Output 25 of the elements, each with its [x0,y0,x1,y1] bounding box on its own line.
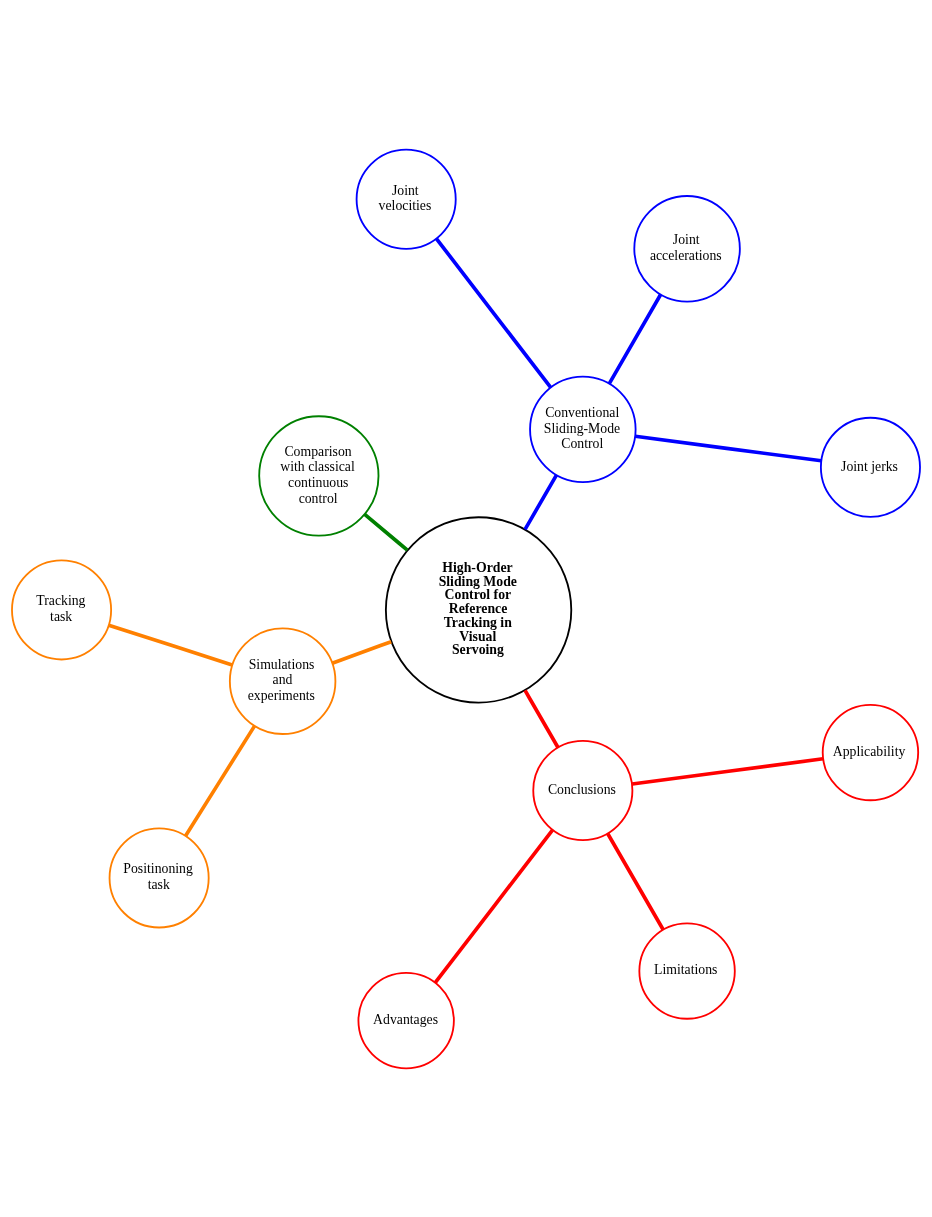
connector [523,689,560,748]
node-circle: Simulations and experiments [228,627,337,735]
connector [434,236,553,389]
node-circle: Positinoning task [108,827,210,928]
node-circle: Applicability [821,703,920,801]
connector [108,622,233,667]
connector [433,828,554,984]
connector [607,293,663,384]
connector [523,473,559,530]
node-circle: Joint jerks [819,416,921,518]
connector [632,756,824,786]
node-circle: Advantages [357,971,455,1069]
node-circle: Tracking task [11,558,113,660]
connector [363,512,409,552]
node-circle: Conventional Sliding-Mode Control [529,375,637,483]
connector [183,724,256,837]
connector [635,433,822,463]
node-circle: Conclusions [532,739,634,841]
node-circle: High-Order Sliding Mode Control for Reference Tracking in Visual Servoing [384,515,573,704]
node-circle: Joint accelerations [633,194,741,302]
node-circle: Comparison with classical continuous control [258,414,380,536]
connector [606,832,665,931]
node-circle: Limitations [638,921,736,1020]
connector [331,639,392,665]
node-circle: Joint velocities [355,148,457,250]
